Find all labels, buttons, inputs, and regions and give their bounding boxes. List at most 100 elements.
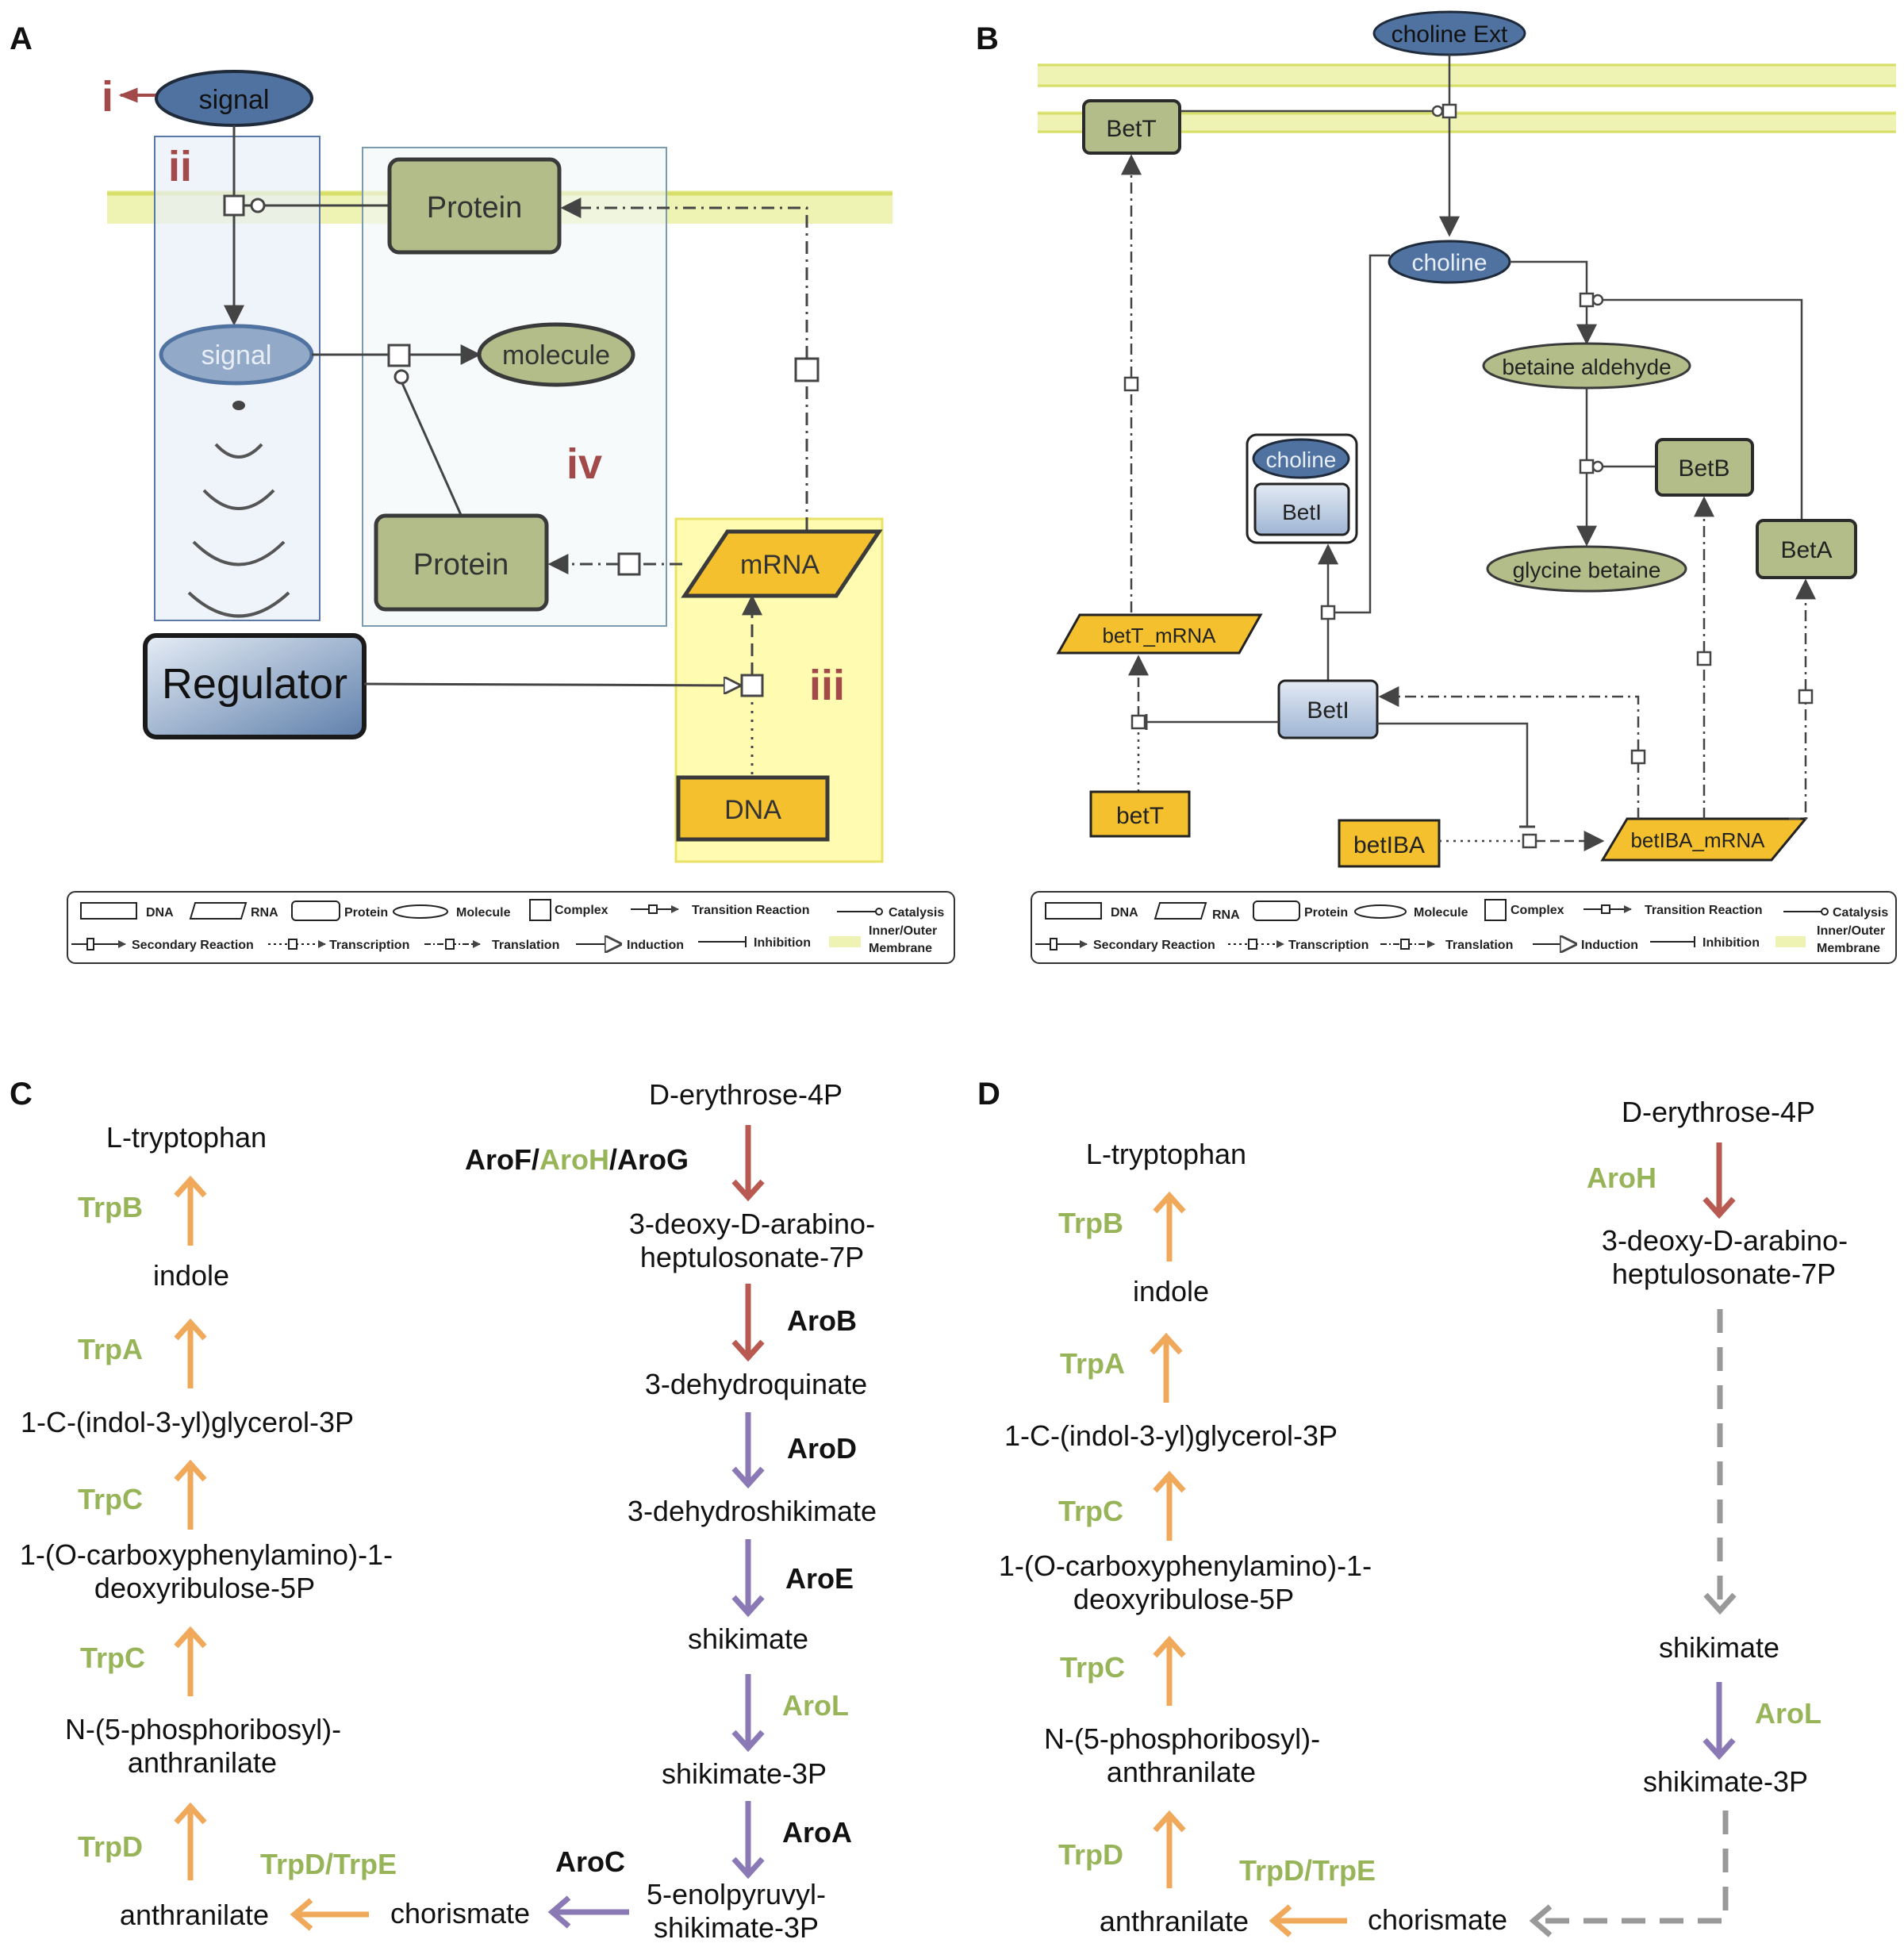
c-indolylglycerol: 1-C-(indol-3-yl)glycerol-3P xyxy=(21,1406,354,1438)
c-aroG: AroG xyxy=(617,1143,689,1176)
beta-node xyxy=(1756,519,1857,579)
c-aroC: AroC xyxy=(555,1845,625,1878)
d-shikimate: shikimate xyxy=(1659,1631,1779,1664)
betB-transition-box xyxy=(1579,459,1595,474)
d-arrow-trpB xyxy=(1153,1191,1186,1261)
legend-a: DNA RNA Protein Molecule Complex Transit… xyxy=(67,891,955,964)
d-arrow-trpA xyxy=(1150,1332,1183,1403)
legend-b-dna: DNA xyxy=(1111,906,1138,920)
legend-a-dna: DNA xyxy=(146,906,174,920)
d-arrow-dashed-2 xyxy=(1529,1811,1729,1937)
c-aroB: AroB xyxy=(787,1304,857,1337)
legend-b-membrane-1: Inner/Outer xyxy=(1817,924,1885,938)
legend-a-transition: Transition Reaction xyxy=(692,904,809,917)
d-trpC-1: TrpC xyxy=(1058,1495,1123,1527)
legend-a-secondary: Secondary Reaction xyxy=(132,939,254,952)
protein-top-label: Protein xyxy=(427,191,522,225)
beti-node xyxy=(1277,679,1379,739)
glycine-betaine-label: glycine betaine xyxy=(1513,558,1661,582)
c-arrow-aroFHG xyxy=(731,1125,765,1202)
legend-b-translation: Translation xyxy=(1445,939,1513,952)
d-trpD: TrpD xyxy=(1058,1838,1123,1871)
legend-b-molecule: Molecule xyxy=(1414,906,1468,920)
beta-translation-box xyxy=(1798,689,1814,705)
c-arrow-trpA xyxy=(174,1318,207,1388)
betb-node xyxy=(1655,438,1754,497)
c-carboxyphenyl-2: deoxyribulose-5P xyxy=(94,1572,315,1604)
d-arrow-trpDE xyxy=(1269,1904,1347,1937)
complex-beti-label: BetI xyxy=(1282,500,1322,524)
d-carboxyphenyl-1: 1-(O-carboxyphenylamino)-1- xyxy=(999,1549,1372,1582)
c-trpA: TrpA xyxy=(78,1333,143,1365)
translation-box-bottom xyxy=(617,552,641,576)
outer-membrane xyxy=(1038,63,1896,87)
d-carboxyphenyl-2: deoxyribulose-5P xyxy=(1073,1583,1294,1615)
bett-transcription-box xyxy=(1130,714,1146,730)
d-arrow-dashed-1 xyxy=(1703,1309,1737,1615)
signal-inner-label: signal xyxy=(202,340,272,371)
c-shikimate: shikimate xyxy=(688,1622,808,1655)
c-indole: indole xyxy=(153,1259,229,1292)
protein-bottom-node xyxy=(374,513,549,612)
c-dahp-1: 3-deoxy-D-arabino- xyxy=(629,1208,875,1240)
label-iv: iv xyxy=(566,440,602,488)
legend-a-catalysis: Catalysis xyxy=(889,906,944,920)
bett-gene-node xyxy=(1089,790,1191,838)
d-aroL: AroL xyxy=(1755,1697,1821,1730)
regulator-label: Regulator xyxy=(162,660,347,708)
translation-box-top xyxy=(794,357,820,382)
legend-a-induction: Induction xyxy=(627,939,684,952)
c-arrow-aroB xyxy=(731,1284,765,1362)
panel-d: L-tryptophan TrpB indole TrpA 1-C-(indol… xyxy=(999,1096,1848,1937)
legend-b-secondary: Secondary Reaction xyxy=(1093,939,1215,952)
c-aroF: AroF xyxy=(465,1143,532,1176)
d-trpC-2: TrpC xyxy=(1060,1651,1125,1684)
c-arrow-aroA xyxy=(731,1801,765,1880)
beta-label: BetA xyxy=(1780,537,1832,563)
c-trpB: TrpB xyxy=(78,1191,143,1223)
regulator-node xyxy=(143,633,367,739)
c-slash-2: / xyxy=(609,1143,617,1176)
c-epsp-1: 5-enolpyruvyl- xyxy=(647,1878,826,1910)
betaine-aldehyde-label: betaine aldehyde xyxy=(1502,355,1671,379)
betiba-mrna-node xyxy=(1600,817,1809,862)
legend-a-complex: Complex xyxy=(555,904,608,917)
bett-translation-box xyxy=(1123,376,1139,392)
c-aroL: AroL xyxy=(782,1689,849,1722)
c-shikimate3p: shikimate-3P xyxy=(662,1757,827,1790)
label-i: i xyxy=(102,73,113,121)
d-phosphoribosyl-2: anthranilate xyxy=(1107,1756,1256,1788)
legend-b-inhibition: Inhibition xyxy=(1702,936,1760,950)
label-ii: ii xyxy=(168,143,192,190)
bett-mrna-node xyxy=(1056,613,1263,655)
d-chorismate: chorismate xyxy=(1368,1903,1507,1936)
c-arrow-trpC-2 xyxy=(174,1626,207,1696)
legend-a-inhibition: Inhibition xyxy=(754,936,811,950)
c-dehydroquinate: 3-dehydroquinate xyxy=(645,1368,867,1400)
betiba-gene-label: betIBA xyxy=(1353,832,1425,858)
c-trpC-2: TrpC xyxy=(80,1642,145,1674)
beti-label: BetI xyxy=(1307,697,1349,724)
bett-transition-box xyxy=(1441,103,1457,119)
c-phosphoribosyl-1: N-(5-phosphoribosyl)- xyxy=(65,1713,341,1745)
c-trpC-1: TrpC xyxy=(78,1483,143,1515)
bett-node xyxy=(1082,99,1181,155)
c-arrow-aroD xyxy=(731,1412,765,1489)
dna-node xyxy=(676,775,830,842)
transition-box-molecule xyxy=(387,344,411,367)
legend-a-molecule: Molecule xyxy=(456,906,511,920)
transition-box-membrane xyxy=(223,194,245,217)
beti-translation-box xyxy=(1630,749,1646,765)
c-arrow-trpC-1 xyxy=(174,1459,207,1530)
complex-formation-box xyxy=(1320,605,1336,620)
bett-label: BetT xyxy=(1106,116,1156,142)
legend-b-frame xyxy=(1031,891,1897,964)
panel-a: signal i ii Protein signal molecule iv xyxy=(102,70,892,863)
bett-mrna-label: betT_mRNA xyxy=(1102,624,1216,647)
molecule-label: molecule xyxy=(502,340,610,371)
legend-a-membrane-1: Inner/Outer xyxy=(869,924,937,938)
d-anthranilate: anthranilate xyxy=(1100,1905,1249,1937)
d-arrow-aroH xyxy=(1702,1142,1736,1219)
d-erythrose: D-erythrose-4P xyxy=(1622,1096,1815,1128)
